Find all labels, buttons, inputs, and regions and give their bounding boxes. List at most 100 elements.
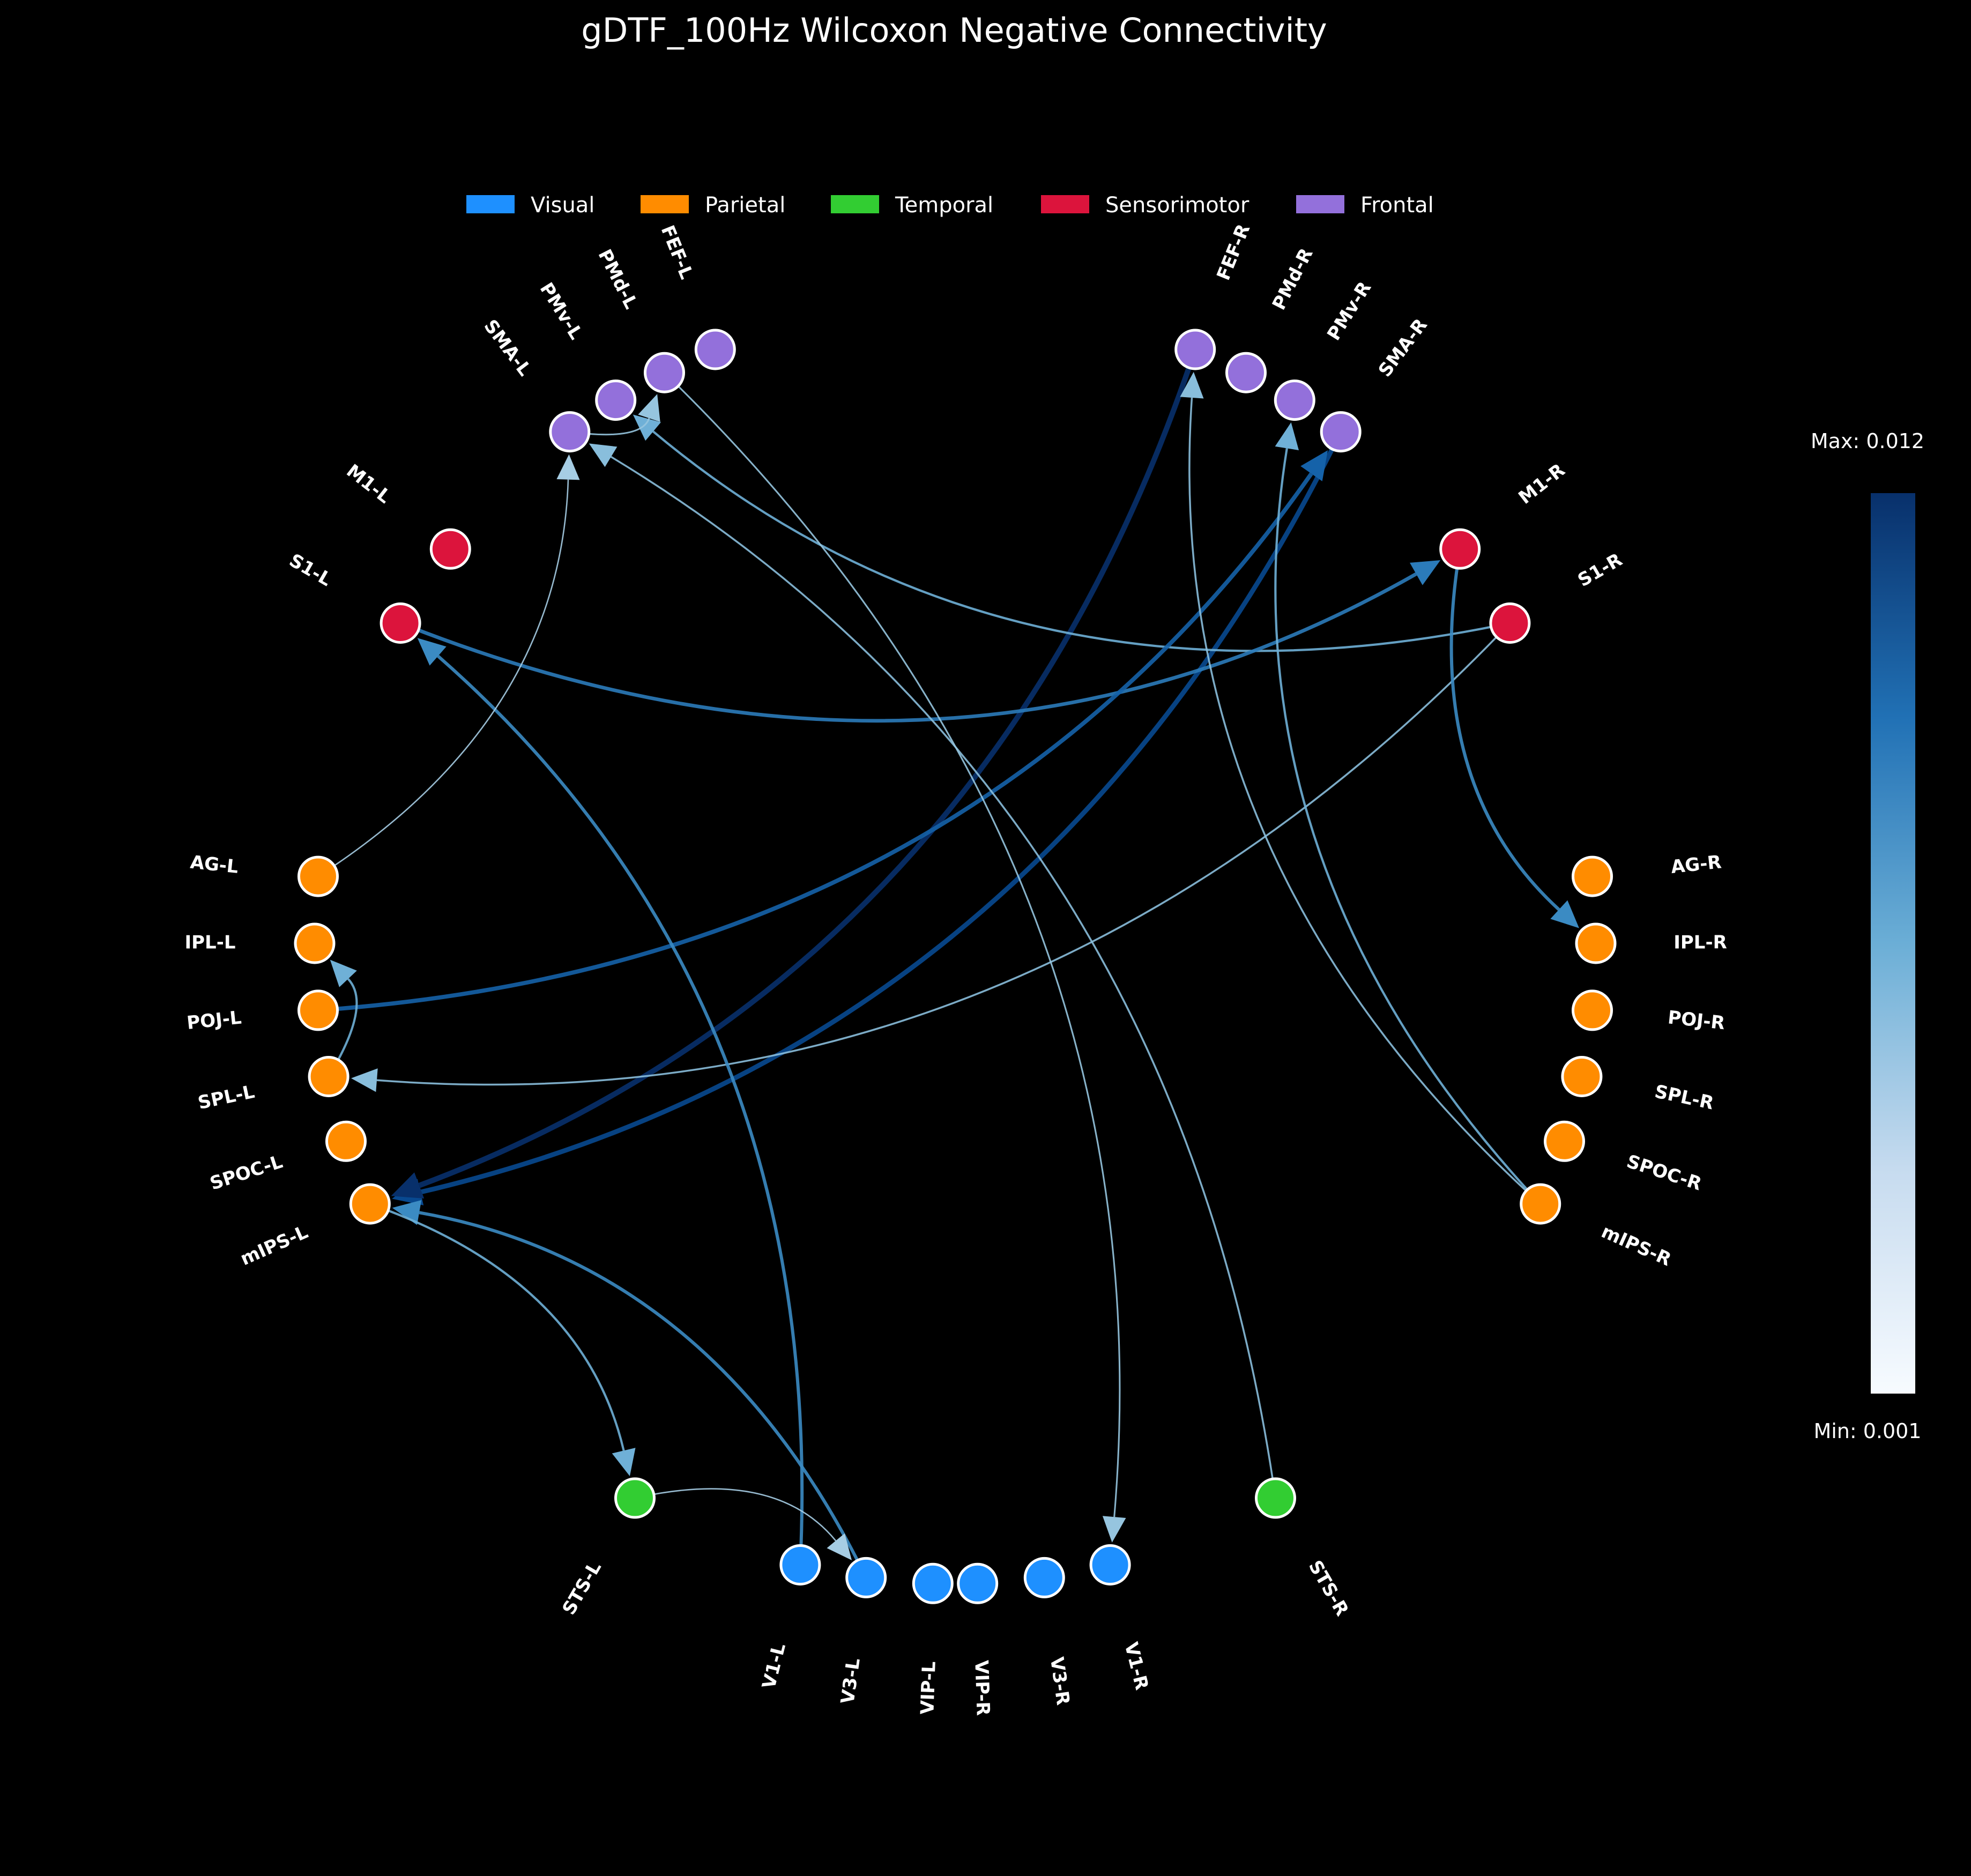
node-s1-r [1489,602,1531,644]
colorbar-max-label: Max: 0.012 [1811,429,1924,453]
node-label-mips-l: mIPS-L [237,1222,311,1270]
edge-m1-r-to-ipl-r [1449,548,1560,911]
edge-arrowhead-v3-l-to-mips-l [392,1200,422,1225]
legend-label-temporal: Temporal [895,193,993,218]
region-labels: FEF-LPMd-LPMv-LSMA-LM1-LS1-LAG-LIPL-LPOJ… [184,221,1727,1716]
node-ag-r [1572,855,1613,897]
node-fef-r [1174,329,1216,370]
node-pmd-l [644,352,685,393]
node-vip-r [957,1562,999,1604]
edge-sma-r-to-mips-l [420,430,1343,1195]
node-label-fef-l: FEF-L [657,222,697,282]
node-label-vip-r: VIP-R [970,1660,994,1716]
legend-swatch-visual [466,195,515,213]
legend: Visual Parietal Temporal Sensorimotor Fronta… [466,193,1434,218]
node-sma-l [549,411,591,453]
legend-label-visual: Visual [531,193,594,218]
node-label-spoc-r: SPOC-R [1624,1151,1705,1195]
node-label-vip-l: VIP-L [917,1661,940,1715]
node-pmv-r [1274,379,1315,421]
node-label-s1-l: S1-L [286,549,336,591]
edge-arrowhead-s1-l-to-m1-r [1410,560,1441,585]
node-pmd-r [1225,352,1267,393]
legend-swatch-frontal [1296,195,1344,213]
node-ipl-l [294,922,336,964]
edge-v1-l-to-s1-l [437,654,804,1565]
node-spl-r [1561,1056,1603,1097]
node-label-sts-l: STS-L [558,1558,606,1618]
edge-arrowhead-m1-r-to-ipl-r [1550,900,1579,928]
edge-arrowhead-ag-l-to-sma-l [556,454,580,480]
node-v3-l [845,1557,887,1598]
node-label-v1-r: V1-R [1120,1640,1152,1692]
connection-edges [317,348,1579,1579]
node-m1-l [429,528,471,570]
node-label-sts-r: STS-R [1304,1557,1353,1619]
node-label-sma-l: SMA-L [479,316,535,380]
edge-s1-r-to-spl-l [376,622,1511,1086]
node-vip-l [912,1562,954,1604]
node-mips-l [349,1183,391,1225]
edge-arrowhead-sts-r-to-sma-l [589,443,618,467]
node-label-mips-r: mIPS-R [1598,1221,1674,1271]
edge-sts-l-to-v3-l [635,1488,837,1542]
node-spoc-r [1544,1120,1585,1162]
node-v1-r [1089,1544,1131,1585]
node-label-ipl-r: IPL-R [1674,932,1727,954]
colorbar-min-label: Min: 0.001 [1813,1419,1921,1443]
colorbar-gradient [1871,493,1915,1394]
node-label-spoc-l: SPOC-L [207,1151,285,1194]
node-label-v3-l: V3-L [837,1657,865,1705]
node-mips-r [1520,1183,1561,1225]
node-spl-l [308,1056,349,1097]
edge-arrowhead-s1-r-to-spl-l [351,1068,378,1092]
node-v1-l [779,1544,821,1585]
node-label-m1-l: M1-L [343,460,395,508]
legend-label-frontal: Frontal [1360,193,1434,218]
edge-mips-l-to-sts-l [369,1203,625,1451]
node-label-poj-r: POJ-R [1667,1007,1725,1034]
node-label-spl-l: SPL-L [196,1081,257,1114]
edge-arrowhead-poj-l-to-sma-r [1300,450,1328,481]
node-label-pmv-l: PMv-L [535,279,587,343]
node-label-pmd-r: PMd-R [1268,245,1318,314]
node-m1-r [1439,528,1481,570]
edge-arrowhead-spl-l-to-ipl-l [330,959,357,987]
edge-arrowhead-s1-r-to-pmv-l [633,414,661,441]
node-label-v3-r: V3-R [1046,1656,1074,1707]
edge-s1-r-to-pmv-l [652,430,1511,652]
edge-sts-r-to-sma-l [611,456,1277,1499]
node-s1-l [380,602,421,644]
edge-mips-r-to-pmv-r [1274,448,1542,1205]
node-label-fef-r: FEF-R [1213,221,1254,284]
edge-poj-l-to-sma-r [318,472,1313,1013]
edge-arrowhead-mips-r-to-fef-r [1180,371,1204,399]
edge-arrowhead-mips-r-to-pmv-r [1275,422,1299,450]
node-label-ag-r: AG-R [1670,851,1722,878]
node-sts-l [614,1477,656,1519]
node-label-spl-r: SPL-R [1653,1081,1715,1114]
node-fef-l [694,329,736,370]
edge-arrowhead-fef-r-to-mips-l [391,1172,425,1198]
edge-v3-l-to-mips-l [419,1211,868,1579]
edge-mips-r-to-fef-r [1188,397,1541,1205]
edge-s1-l-to-m1-r [399,572,1417,723]
edge-ag-l-to-sma-l [317,479,569,877]
node-label-pmv-r: PMv-R [1323,278,1375,344]
chart-title: gDTF_100Hz Wilcoxon Negative Connectivit… [581,11,1327,50]
node-sma-r [1320,411,1362,453]
node-label-m1-r: M1-R [1515,459,1570,509]
legend-label-sensorimotor: Sensorimotor [1105,193,1249,218]
node-poj-r [1572,989,1613,1031]
node-label-sma-r: SMA-R [1374,315,1432,381]
edge-arrowhead-pmd-l-to-v1-r [1102,1516,1126,1543]
node-spoc-l [325,1120,367,1162]
legend-swatch-temporal [831,195,879,213]
node-sts-r [1255,1477,1296,1519]
legend-label-parietal: Parietal [705,193,785,218]
node-label-ag-l: AG-L [189,852,240,878]
node-pmv-l [595,379,637,421]
edge-arrowhead-sma-l-to-pmd-l [638,394,660,422]
edge-fef-r-to-mips-l [418,348,1198,1188]
